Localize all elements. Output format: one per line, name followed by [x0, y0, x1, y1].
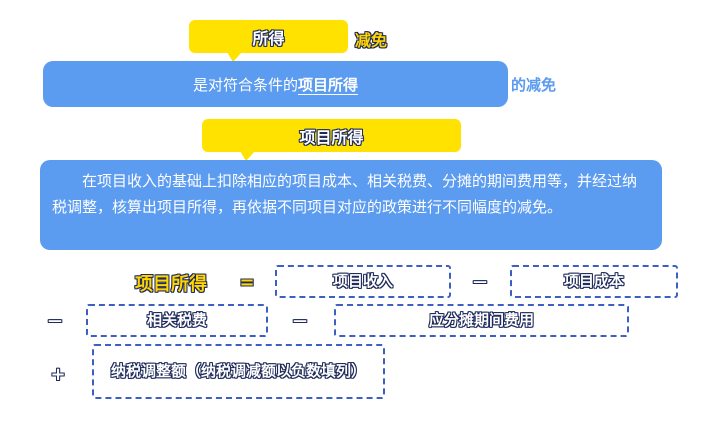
minus-sign-1: — — [473, 274, 487, 290]
expenses-box: 应分摊期间费用 — [334, 304, 629, 337]
explanation-text: 在项目收入的基础上扣除相应的项目成本、相关税费、分摊的期间费用等，并经过纳税调整… — [52, 172, 638, 216]
minus-sign-2: — — [48, 313, 62, 329]
cost-label: 项目成本 — [563, 272, 624, 290]
taxes-label: 相关税费 — [146, 311, 207, 329]
title-callout: 所得 — [189, 20, 348, 62]
definition-prefix: 是对符合条件的 — [192, 75, 298, 94]
formula-result: 项目所得 — [135, 274, 207, 295]
minus-sign-3: — — [293, 313, 307, 329]
adjustment-box: 纳税调整额（纳税调减额以负数填列） — [92, 344, 385, 399]
cost-box: 项目成本 — [510, 265, 678, 298]
equals-sign: = — [239, 271, 255, 293]
sub-callout: 项目所得 — [202, 119, 461, 161]
definition-box: 是对符合条件的项目所得 — [43, 61, 508, 107]
explanation-box: 在项目收入的基础上扣除相应的项目成本、相关税费、分摊的期间费用等，并经过纳税调整… — [40, 160, 662, 250]
definition-term: 项目所得 — [298, 75, 359, 94]
income-box: 项目收入 — [275, 265, 451, 298]
taxes-box: 相关税费 — [86, 304, 268, 337]
definition-suffix: 的减免 — [511, 76, 557, 94]
expenses-label: 应分摊期间费用 — [428, 311, 534, 329]
plus-sign: + — [50, 363, 66, 385]
income-label: 项目收入 — [332, 272, 393, 290]
title-callout-label: 所得 — [252, 28, 285, 48]
title-suffix: 减免 — [355, 31, 388, 50]
sub-callout-label: 项目所得 — [299, 127, 364, 147]
adjustment-label: 纳税调整额（纳税调减额以负数填列） — [110, 362, 366, 380]
